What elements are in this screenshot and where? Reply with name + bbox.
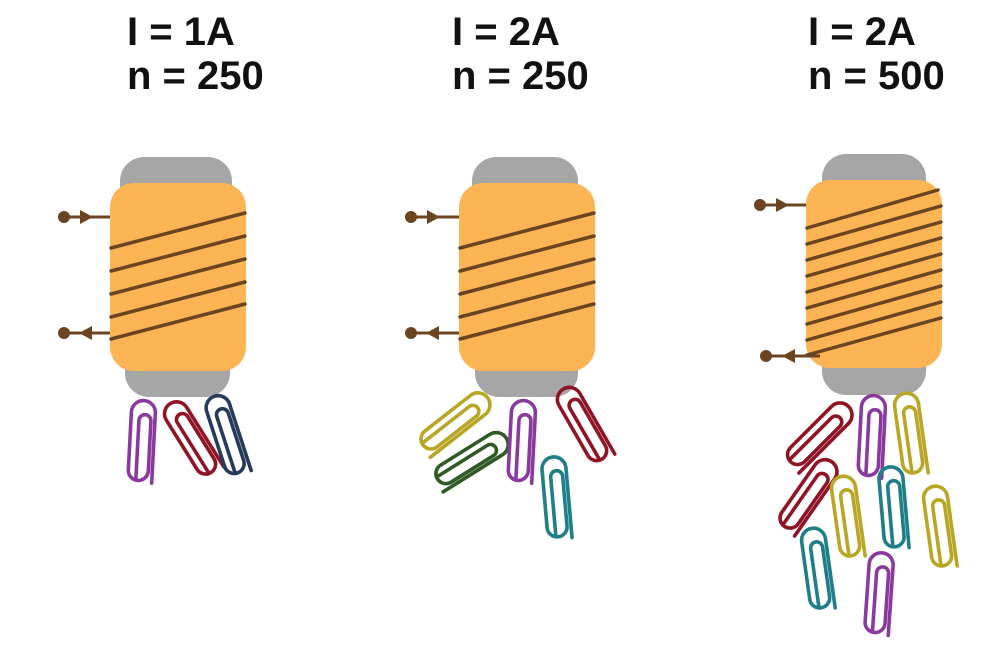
panel-1-label: I = 1A n = 250 (127, 10, 264, 98)
lead-in-3 (754, 198, 806, 212)
lead-in-2 (405, 210, 459, 224)
paperclip (798, 524, 837, 614)
paperclip (862, 550, 896, 638)
paperclip (891, 389, 930, 479)
panel-3-turns: n = 500 (808, 54, 945, 98)
coil-windings-1 (109, 211, 247, 341)
paperclip (855, 393, 888, 480)
panel-3-current: I = 2A (808, 10, 916, 54)
panel-2-turns: n = 250 (452, 54, 589, 98)
coil-windings-3 (805, 188, 943, 357)
paperclips-2 (413, 381, 617, 542)
panel-3-label: I = 2A n = 500 (808, 10, 945, 98)
paperclips-3 (773, 389, 959, 638)
lead-out-2 (405, 326, 459, 340)
lead-out-3 (760, 349, 820, 363)
paperclips-1 (125, 390, 253, 485)
paperclip (125, 398, 158, 485)
lead-out-1 (58, 326, 110, 340)
panel-1-current: I = 1A (127, 10, 235, 54)
electromagnet-3 (754, 154, 959, 638)
lead-in-1 (58, 210, 110, 224)
paperclip (920, 482, 959, 572)
paperclip (828, 472, 867, 562)
electromagnet-1 (58, 157, 253, 485)
electromagnet-2 (405, 157, 617, 542)
paperclip (539, 454, 574, 542)
paperclip (201, 390, 253, 480)
paperclip (428, 426, 515, 494)
panel-1-turns: n = 250 (127, 54, 264, 98)
coil-windings-2 (458, 211, 596, 341)
panel-2-label: I = 2A n = 250 (452, 10, 589, 98)
panel-2-current: I = 2A (452, 10, 560, 54)
paperclip (505, 398, 538, 485)
